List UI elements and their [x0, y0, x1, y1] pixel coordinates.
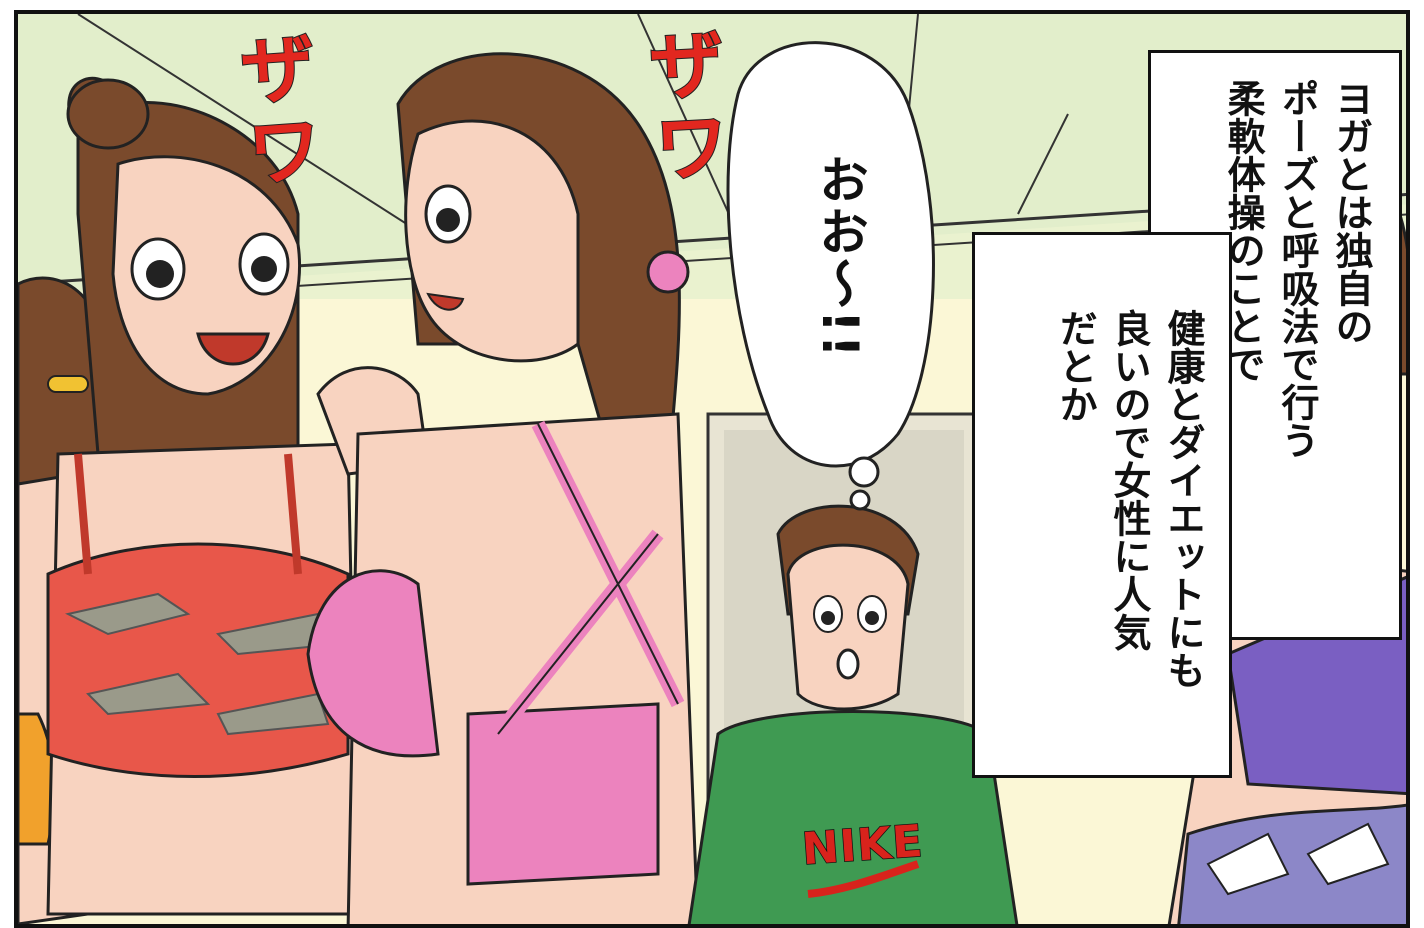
caption-line: 良いので女性に人気: [1107, 309, 1152, 651]
caption-line: ヨガとは独自の: [1329, 79, 1373, 345]
caption-text-top: ヨガとは独自の ポーズと呼吸法で行う 柔軟体操のことで: [1215, 79, 1377, 459]
comic-panel: ザワ ザワ おお〜!! ヨガとは独自の ポーズと呼吸法で行う 柔軟体操のことで …: [14, 10, 1410, 928]
caption-line: 健康とダイエットにも: [1161, 309, 1205, 689]
sfx-zawa-left: ザワ: [223, 26, 325, 198]
caption-line: だとか: [1053, 309, 1098, 423]
caption-text-bottom: 健康とダイエットにも 良いので女性に人気 だとか: [1047, 309, 1209, 689]
sfx-zawa-right: ザワ: [633, 23, 732, 193]
shirt-logo-text: NIKE: [800, 815, 926, 876]
speech-bubble-text: おお〜!!: [811, 154, 869, 360]
caption-box-bottom: 健康とダイエットにも 良いので女性に人気 だとか: [972, 232, 1232, 778]
caption-line: ポーズと呼吸法で行う: [1275, 79, 1320, 459]
